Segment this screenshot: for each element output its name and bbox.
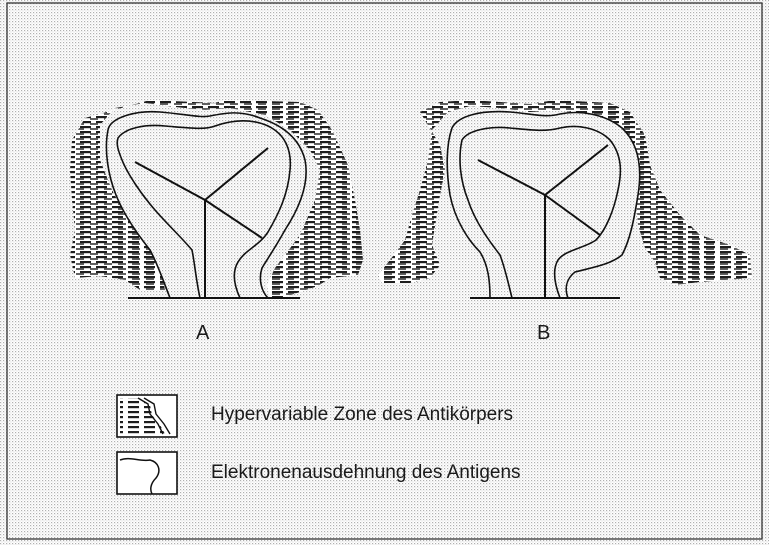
panel-a-drawing [70, 100, 363, 298]
legend-text-antigen-extent: Elektronenausdehnung des Antigens [211, 462, 521, 484]
panel-label-b: B [537, 322, 550, 345]
legend-text-hypervariable-zone: Hypervariable Zone des Antikörpers [211, 404, 513, 426]
panel-label-a: A [196, 322, 209, 345]
outline-zone-icon [117, 452, 177, 494]
hatched-zone-icon [117, 395, 177, 437]
